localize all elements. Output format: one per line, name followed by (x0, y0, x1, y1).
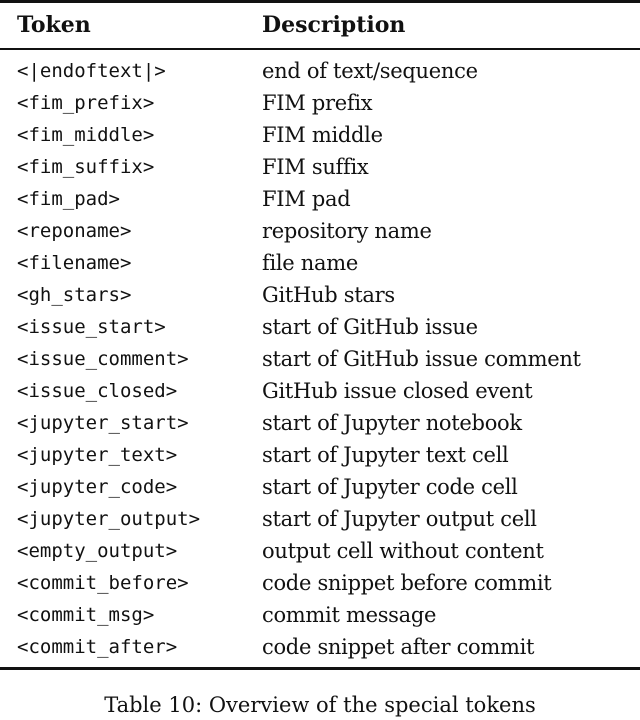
table-header-row: Token Description (0, 8, 640, 42)
token-cell: <jupyter_code> (17, 476, 178, 498)
token-cell: <issue_comment> (17, 348, 189, 370)
token-cell: <commit_before> (17, 572, 189, 594)
table-row: <filename> file name (0, 247, 640, 279)
description-cell: start of GitHub issue comment (262, 347, 581, 371)
table-row: <jupyter_code> start of Jupyter code cell (0, 471, 640, 503)
description-cell: start of Jupyter notebook (262, 411, 522, 435)
token-cell: <empty_output> (17, 540, 178, 562)
token-cell: <reponame> (17, 220, 132, 242)
table-row: <commit_before> code snippet before commi… (0, 567, 640, 599)
table-row: <jupyter_output> start of Jupyter output … (0, 503, 640, 535)
token-cell: <fim_middle> (17, 124, 155, 146)
description-cell: file name (262, 251, 358, 275)
table-row: <issue_closed> GitHub issue closed event (0, 375, 640, 407)
column-header-token: Token (17, 12, 91, 38)
table-row: <fim_pad> FIM pad (0, 183, 640, 215)
table-row: <commit_after> code snippet after commit (0, 631, 640, 663)
table-row: <gh_stars> GitHub stars (0, 279, 640, 311)
table-row: <issue_comment> start of GitHub issue com… (0, 343, 640, 375)
description-cell: FIM prefix (262, 91, 373, 115)
description-cell: GitHub issue closed event (262, 379, 533, 403)
table-row: <reponame> repository name (0, 215, 640, 247)
table-bottom-rule (0, 667, 640, 670)
table-row: <fim_middle> FIM middle (0, 119, 640, 151)
table-row: <jupyter_start> start of Jupyter notebook (0, 407, 640, 439)
column-header-description: Description (262, 12, 406, 38)
table-body: <|endoftext|> end of text/sequence <fim_pr… (0, 55, 640, 663)
token-cell: <issue_start> (17, 316, 166, 338)
table-header-rule (0, 48, 640, 50)
token-cell: <jupyter_output> (17, 508, 201, 530)
description-cell: code snippet before commit (262, 571, 552, 595)
table-row: <empty_output> output cell without conten… (0, 535, 640, 567)
table-row: <fim_prefix> FIM prefix (0, 87, 640, 119)
table-top-rule (0, 0, 640, 3)
description-cell: commit message (262, 603, 437, 627)
description-cell: start of Jupyter output cell (262, 507, 537, 531)
description-cell: code snippet after commit (262, 635, 535, 659)
table-caption: Table 10: Overview of the special tokens (104, 693, 536, 717)
token-cell: <fim_suffix> (17, 156, 155, 178)
description-cell: start of GitHub issue (262, 315, 478, 339)
token-cell: <|endoftext|> (17, 60, 166, 82)
description-cell: FIM pad (262, 187, 351, 211)
token-cell: <jupyter_start> (17, 412, 189, 434)
description-cell: start of Jupyter code cell (262, 475, 518, 499)
table-row: <jupyter_text> start of Jupyter text cell (0, 439, 640, 471)
description-cell: FIM middle (262, 123, 383, 147)
table-row: <issue_start> start of GitHub issue (0, 311, 640, 343)
token-cell: <filename> (17, 252, 132, 274)
description-cell: FIM suffix (262, 155, 369, 179)
token-cell: <gh_stars> (17, 284, 132, 306)
token-cell: <issue_closed> (17, 380, 178, 402)
token-cell: <fim_pad> (17, 188, 120, 210)
description-cell: GitHub stars (262, 283, 395, 307)
table-row: <commit_msg> commit message (0, 599, 640, 631)
token-cell: <commit_after> (17, 636, 178, 658)
description-cell: output cell without content (262, 539, 544, 563)
token-cell: <fim_prefix> (17, 92, 155, 114)
table-row: <fim_suffix> FIM suffix (0, 151, 640, 183)
token-cell: <commit_msg> (17, 604, 155, 626)
token-cell: <jupyter_text> (17, 444, 178, 466)
description-cell: start of Jupyter text cell (262, 443, 509, 467)
description-cell: end of text/sequence (262, 59, 478, 83)
table-row: <|endoftext|> end of text/sequence (0, 55, 640, 87)
description-cell: repository name (262, 219, 432, 243)
